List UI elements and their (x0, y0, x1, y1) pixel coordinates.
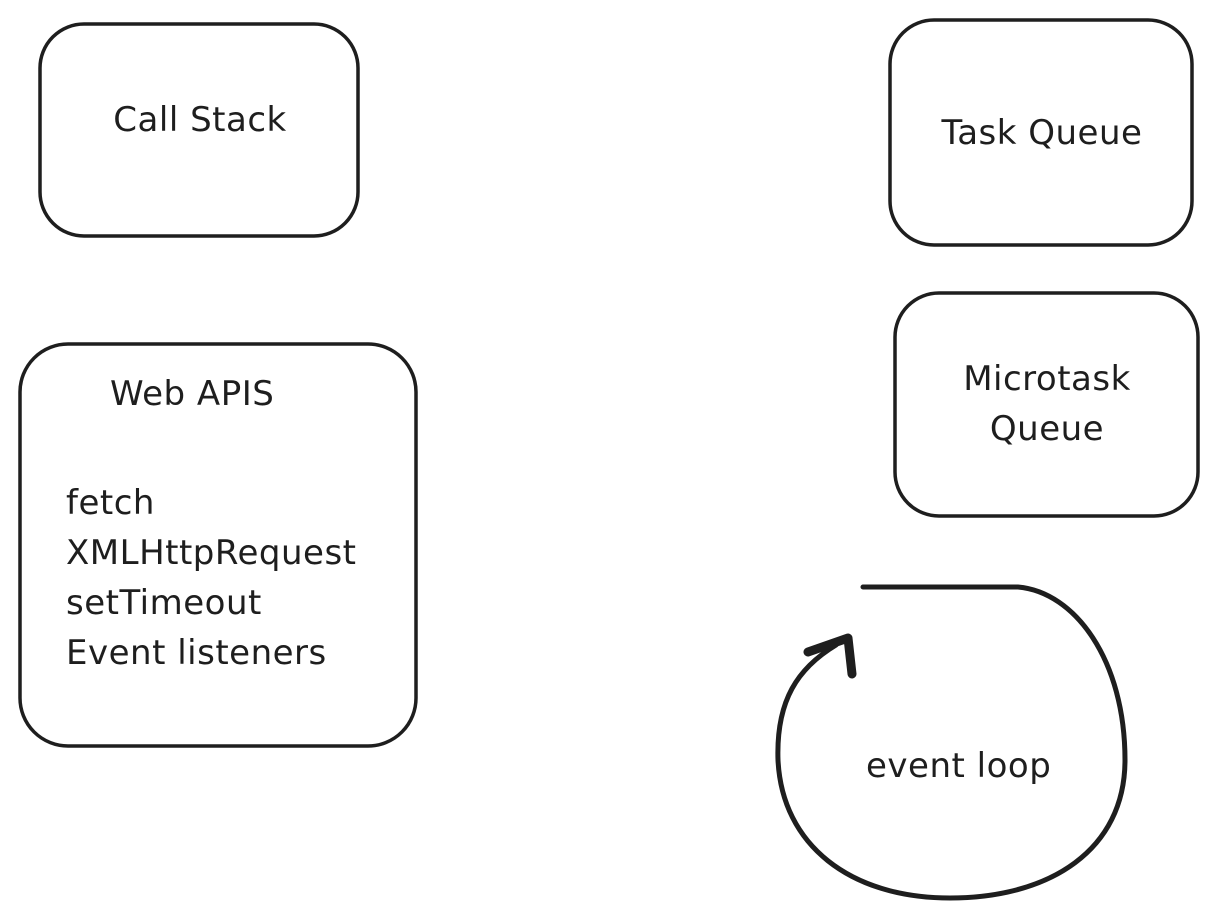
call-stack-label: Call Stack (113, 100, 287, 140)
task-queue-label: Task Queue (941, 113, 1143, 153)
microtask-queue-label: Microtask Queue (896, 354, 1198, 454)
web-api-item-settimeout: setTimeout (66, 583, 262, 623)
microtask-queue-label-line2: Queue (989, 409, 1105, 449)
web-apis-title: Web APIS (110, 374, 275, 414)
call-stack-box (38, 22, 360, 238)
web-api-item-xmlhttprequest: XMLHttpRequest (66, 533, 357, 573)
event-loop-label: event loop (866, 746, 1052, 786)
web-api-item-event-listeners: Event listeners (66, 633, 327, 673)
microtask-queue-box (893, 291, 1200, 518)
event-loop-circle (775, 584, 1128, 901)
web-apis-box (18, 342, 418, 748)
web-apis-list: fetch XMLHttpRequest setTimeout Event li… (66, 478, 357, 678)
web-api-item-fetch: fetch (66, 483, 155, 523)
microtask-queue-label-line1: Microtask (963, 359, 1131, 399)
task-queue-box (888, 18, 1194, 247)
event-loop-arrow-icon (803, 633, 857, 679)
